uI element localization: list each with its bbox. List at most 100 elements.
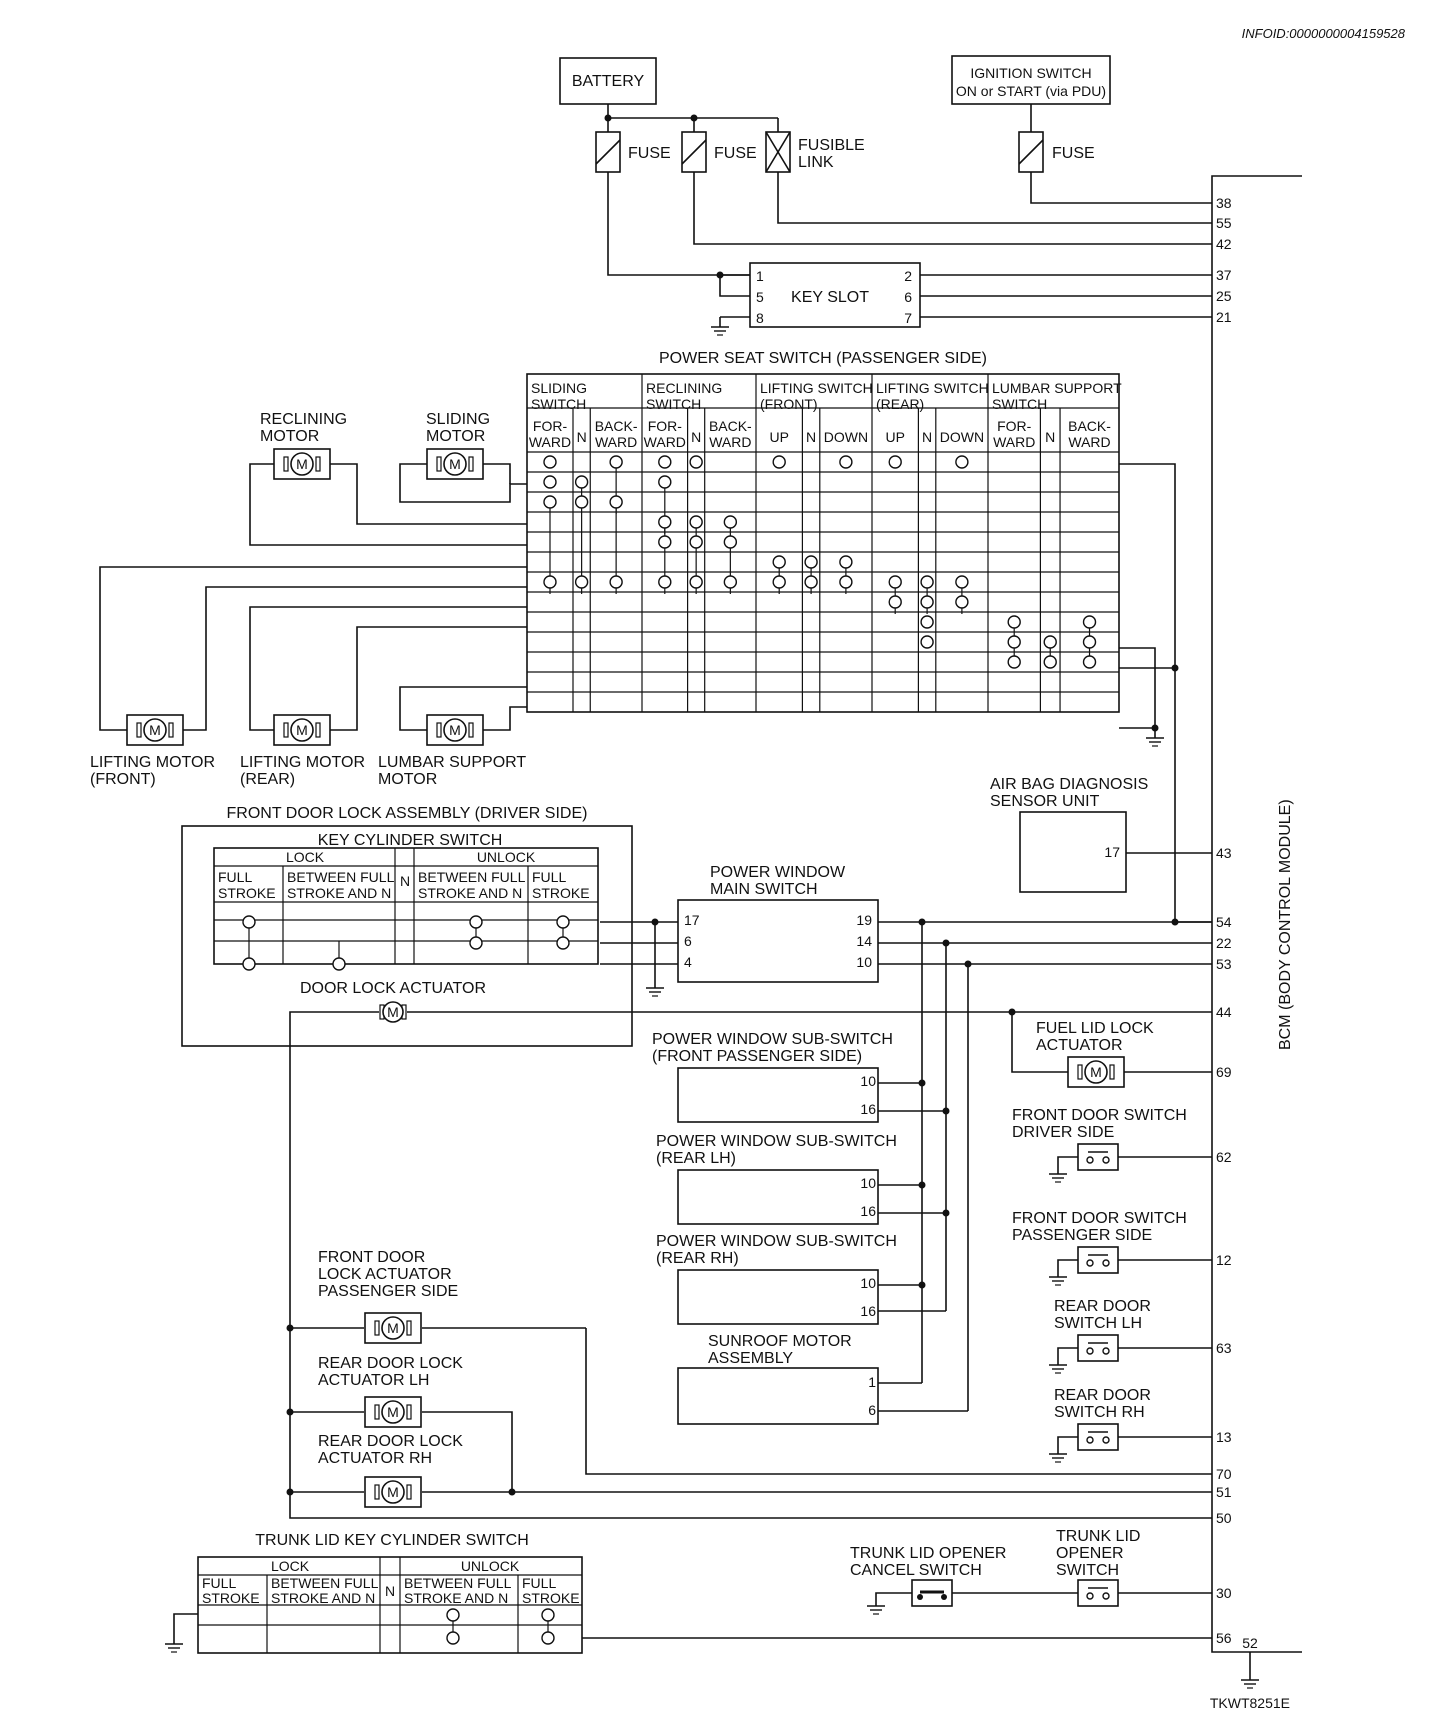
key-slot-pin-5: 5 — [756, 289, 764, 305]
sunroof-motor-assembly: SUNROOF MOTOR ASSEMBLY 1 6 — [677, 1333, 879, 1425]
trunk-col: BETWEEN FULL — [271, 1575, 379, 1591]
seat-col-label: WARD — [1068, 434, 1110, 450]
lumbar-support-motor-label-2: MOTOR — [378, 771, 437, 788]
key-slot-wiring — [710, 271, 1212, 336]
seat-contact — [888, 595, 902, 609]
fusible-link-label-2: LINK — [798, 154, 834, 171]
bcm-pin-51: 51 — [1216, 1484, 1232, 1500]
rrh-label-1: REAR DOOR LOCK — [318, 1433, 463, 1450]
rear-door-switch-lh: REAR DOOR SWITCH LH — [1048, 1298, 1212, 1374]
kc-contact — [556, 936, 570, 950]
seat-contact — [772, 555, 786, 569]
rlh-label-2: ACTUATOR LH — [318, 1372, 429, 1389]
bcm-pin-44: 44 — [1216, 1004, 1232, 1020]
seat-contact — [804, 555, 818, 569]
sliding-motor-m: M — [449, 456, 461, 472]
seat-contact — [839, 575, 853, 589]
bcm-pin-55: 55 — [1216, 215, 1232, 231]
kc-unlock-header: UNLOCK — [477, 849, 536, 865]
trunk-contact — [541, 1631, 555, 1645]
reclining-motor-label-2: MOTOR — [260, 428, 319, 445]
bcm-pin-69: 69 — [1216, 1064, 1232, 1080]
bcm-pin-38: 38 — [1216, 195, 1232, 211]
seat-col-label: N — [577, 429, 587, 445]
kc-col: BETWEEN FULL — [287, 869, 395, 885]
pw-sub-switch-front-passenger: POWER WINDOW SUB-SWITCH (FRONT PASSENGER… — [652, 1031, 893, 1123]
trunk-contact — [541, 1608, 555, 1622]
fuel-lid-label-2: ACTUATOR — [1036, 1037, 1123, 1054]
kc-n-header: N — [400, 873, 410, 889]
fuse-1: FUSE — [595, 131, 671, 173]
seat-col-label: N — [922, 429, 932, 445]
kc-contact — [469, 915, 483, 929]
seat-contact — [1043, 635, 1057, 649]
kc-col: STROKE AND N — [287, 885, 391, 901]
pw-sub-fp-label-1: POWER WINDOW SUB-SWITCH — [652, 1031, 893, 1048]
pw-main-pin-4: 4 — [684, 954, 692, 970]
seat-contact — [955, 455, 969, 469]
seat-col-label: DOWN — [824, 429, 868, 445]
pw-sub-rlh-label-1: POWER WINDOW SUB-SWITCH — [656, 1133, 897, 1150]
pw-sub-fp-pin-10: 10 — [860, 1073, 876, 1089]
trunk-contact — [446, 1608, 460, 1622]
lifting-motor-front-label-1: LIFTING MOTOR — [90, 754, 215, 771]
lumbar-support-motor-m: M — [449, 722, 461, 738]
fdp-label-2: LOCK ACTUATOR — [318, 1266, 452, 1283]
seat-group-label: SWITCH — [646, 396, 701, 412]
bcm-pin-25: 25 — [1216, 288, 1232, 304]
seat-col-label: UP — [885, 429, 904, 445]
seat-contact — [1082, 635, 1097, 649]
reclining-motor-label-1: RECLINING — [260, 411, 347, 428]
kc-lock-header: LOCK — [286, 849, 325, 865]
kc-table-frame — [213, 847, 599, 965]
fds-driver-label-1: FRONT DOOR SWITCH — [1012, 1107, 1187, 1124]
bcm-pin-21: 21 — [1216, 309, 1232, 325]
kc-col: STROKE — [218, 885, 276, 901]
seat-contact — [543, 455, 557, 469]
ignition-label-1: IGNITION SWITCH — [970, 65, 1091, 81]
rrh-m: M — [387, 1484, 399, 1500]
seat-contact — [920, 575, 934, 589]
opener-label-1: TRUNK LID — [1056, 1528, 1140, 1545]
bcm-label: BCM (BODY CONTROL MODULE) — [1277, 799, 1294, 1050]
kc-contact — [242, 957, 256, 971]
battery-label: BATTERY — [572, 73, 645, 90]
fusible-link-label-1: FUSIBLE — [798, 137, 865, 154]
opener-label-3: SWITCH — [1056, 1562, 1119, 1579]
seat-group-label: (REAR) — [876, 396, 924, 412]
pw-sub-fp-label-2: (FRONT PASSENGER SIDE) — [652, 1048, 862, 1065]
seat-contact — [1007, 615, 1021, 629]
seat-contact — [689, 515, 703, 529]
seat-contact — [1043, 655, 1057, 669]
lifting-motor-rear: M LIFTING MOTOR (REAR) — [240, 714, 365, 788]
seat-contact — [955, 575, 969, 589]
fds-pass-label-1: FRONT DOOR SWITCH — [1012, 1210, 1187, 1227]
seat-contact — [772, 455, 786, 469]
air-bag-label-2: SENSOR UNIT — [990, 793, 1100, 810]
key-slot-pin-1: 1 — [756, 268, 764, 284]
seat-contact — [574, 475, 589, 489]
seat-col-label: FOR- — [533, 418, 568, 434]
seat-contact — [723, 575, 738, 589]
seat-contact — [689, 575, 703, 589]
seat-group-label: LIFTING SWITCH — [876, 380, 989, 396]
fdp-m: M — [387, 1320, 399, 1336]
lifting-motor-front-label-2: (FRONT) — [90, 771, 156, 788]
seat-contact — [1082, 615, 1097, 629]
sliding-motor: M SLIDING MOTOR — [426, 411, 490, 480]
power-wiring — [604, 104, 1212, 276]
trunk-col: STROKE AND N — [271, 1590, 375, 1606]
seat-group-label: SLIDING — [531, 380, 587, 396]
trunk-contact — [446, 1631, 460, 1645]
bcm-module: BCM (BODY CONTROL MODULE) — [1211, 175, 1302, 1653]
bcm-pin-62: 62 — [1216, 1149, 1232, 1165]
seat-contact — [689, 535, 703, 549]
seat-contact — [658, 515, 672, 529]
rds-rh-label-1: REAR DOOR — [1054, 1387, 1151, 1404]
trunk-n-header: N — [385, 1583, 395, 1599]
seat-contact — [920, 595, 934, 609]
door-lock-actuator-m: M — [387, 1004, 399, 1020]
seat-col-label: DOWN — [940, 429, 984, 445]
lumbar-support-motor-label-1: LUMBAR SUPPORT — [378, 754, 526, 771]
